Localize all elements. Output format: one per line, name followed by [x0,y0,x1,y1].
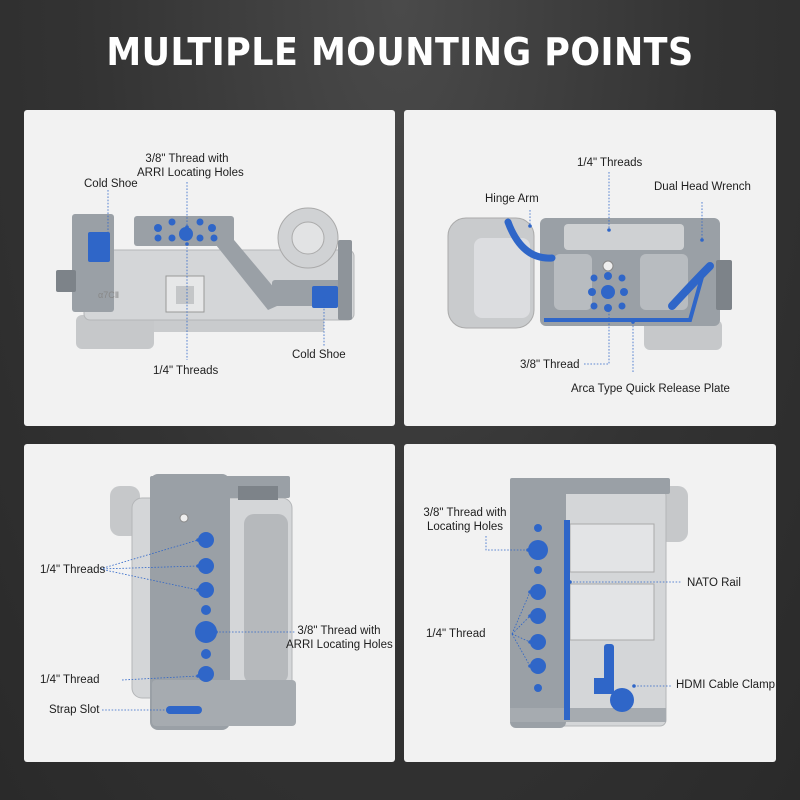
label-38-thread: 3/8" Thread with ARRI Locating Holes [137,153,244,179]
label-38-thread: 3/8" Thread [520,359,580,371]
label-cold-shoe-right: Cold Shoe [292,349,346,361]
label-38-thread: 3/8" Thread with Locating Holes [423,507,507,533]
label-14-thread: 1/4" Thread [426,628,486,640]
label-hdmi-clamp: HDMI Cable Clamp [676,679,776,691]
camera-model-text: α7CⅡ [98,290,119,300]
label-nato-rail: NATO Rail [687,577,741,589]
label-strap-slot: Strap Slot [49,704,100,716]
label-arca-plate: Arca Type Quick Release Plate [571,383,730,395]
panel-bottom-view: 1/4" Threads Hinge Arm Dual Head Wrench … [404,110,776,426]
label-14-threads: 1/4" Threads [577,157,643,169]
top-view-illustration: α7CⅡ [56,182,355,360]
panel-grip-side: 1/4" Threads 3/8" Thread with ARRI Locat… [24,444,395,762]
label-cold-shoe-left: Cold Shoe [84,178,138,190]
label-14-thread: 1/4" Thread [40,674,100,686]
panel-top-view: α7CⅡ 3/8" Thread with ARRI Locating Hole… [24,110,395,426]
rear-side-illustration [485,478,688,728]
grip-side-illustration [99,474,296,730]
label-14-threads: 1/4" Threads [40,564,106,576]
panel-rear-side: 3/8" Thread with Locating Holes NATO Rai… [404,444,776,762]
label-dual-head-wrench: Dual Head Wrench [654,181,751,193]
page-title: MULTIPLE MOUNTING POINTS [106,30,694,74]
label-14-threads: 1/4" Threads [153,365,219,377]
label-hinge-arm: Hinge Arm [485,193,539,205]
label-38-thread: 3/8" Thread with ARRI Locating Holes [286,625,393,651]
bottom-view-illustration [447,172,732,372]
